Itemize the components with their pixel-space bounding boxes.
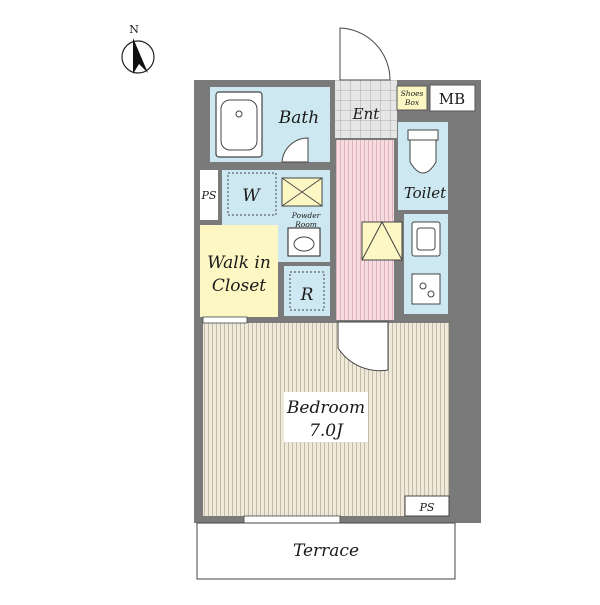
pipe-space-bottom [404, 495, 450, 517]
window-bottom [243, 515, 341, 524]
toilet-bowl-icon [409, 139, 437, 174]
stove-burner-icon [419, 282, 427, 290]
shoes-box-label-line2: Box [404, 98, 420, 107]
stove-icon [411, 273, 441, 305]
powder-room-label-line2: Room [294, 220, 317, 229]
bedroom-name-label: Bedroom [286, 398, 365, 418]
entrance-label: Ent [352, 105, 381, 123]
washbasin-bowl-icon [293, 236, 315, 252]
washer-label: W [242, 186, 261, 206]
refrigerator-label: R [300, 285, 314, 305]
bedroom-label-bg [284, 392, 368, 442]
meter-box [429, 84, 476, 112]
sink-bowl-icon [416, 227, 436, 251]
pipe-space-left [200, 170, 218, 220]
bedroom-door-swing [337, 321, 389, 372]
bath-door-swing [281, 137, 309, 163]
bedroom-size-label: 7.0J [309, 421, 344, 441]
bathtub-inner-icon [220, 99, 258, 151]
powder-room-label-line1: Powder [291, 211, 321, 220]
meter-box-label: MB [439, 90, 465, 108]
bath-drain-icon [235, 110, 243, 118]
pipe-space-bottom-label: PS [419, 501, 435, 514]
walk-in-closet-label-line2: Closet [212, 276, 266, 296]
shoes-box [396, 85, 428, 111]
compass: N [121, 23, 155, 74]
refrigerator-space [284, 266, 330, 316]
sink-icon [411, 221, 441, 257]
shoes-box-label-line1: Shoes [401, 89, 424, 98]
washer-space [227, 172, 277, 216]
entrance-floor [335, 80, 397, 138]
hall-light-icon [361, 221, 403, 261]
refrigerator-outline [289, 271, 325, 311]
entrance-door-swing [339, 27, 391, 81]
compass-needle-icon [133, 38, 148, 74]
pipe-space-left-label: PS [201, 189, 217, 202]
powder-room-light-cross-icon [281, 177, 323, 207]
terrace-label: Terrace [293, 541, 359, 561]
compass-north-label: N [129, 23, 139, 36]
hall-light-triangle-icon [361, 220, 403, 261]
stove-burner-icon-2 [427, 290, 435, 298]
toilet-label: Toilet [404, 184, 447, 202]
walk-in-closet [200, 225, 278, 317]
terrace [196, 522, 456, 580]
window-closet [202, 316, 248, 324]
walk-in-closet-label-line1: Walk in [207, 253, 271, 273]
bath-label: Bath [278, 108, 319, 128]
toilet-tank-icon [407, 129, 439, 141]
bathtub-icon [215, 91, 263, 158]
washbasin-icon [287, 227, 321, 257]
